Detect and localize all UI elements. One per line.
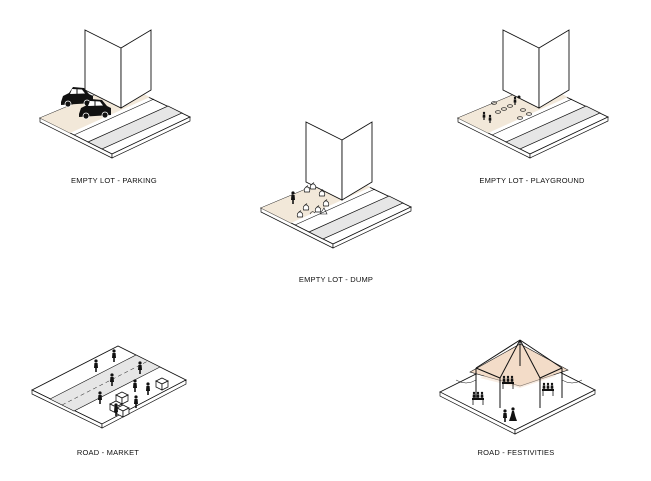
tent-frame	[475, 339, 563, 408]
ball-icon	[517, 95, 521, 99]
curb-strip	[87, 105, 183, 150]
building	[305, 121, 373, 201]
hopscotch-marks	[491, 101, 532, 120]
sidewalk-line	[491, 98, 573, 136]
bunting	[455, 379, 583, 384]
caption-dump: EMPTY LOT - DUMP	[298, 275, 374, 284]
building	[84, 29, 152, 109]
caption-festivities: ROAD - FESTIVITIES	[477, 448, 555, 457]
vignette-dump	[259, 121, 413, 249]
curb-strip	[308, 195, 404, 240]
building	[502, 29, 570, 109]
canopy-shadow	[480, 358, 556, 388]
vignette-parking	[38, 29, 192, 159]
curb-strip	[505, 105, 601, 150]
vignette-playground	[456, 29, 610, 159]
lane-divider	[61, 360, 149, 406]
sidewalk-line	[294, 188, 376, 226]
vignette-festivities	[438, 339, 597, 435]
vignette-market	[30, 345, 187, 429]
caption-parking: EMPTY LOT - PARKING	[71, 176, 157, 185]
caption-market: ROAD - MARKET	[76, 448, 140, 457]
couple-icon	[503, 407, 517, 422]
caption-playground: EMPTY LOT - PLAYGROUND	[479, 176, 585, 185]
lot-slab	[38, 83, 192, 159]
debris	[309, 207, 328, 215]
sidewalk-line	[73, 98, 155, 136]
